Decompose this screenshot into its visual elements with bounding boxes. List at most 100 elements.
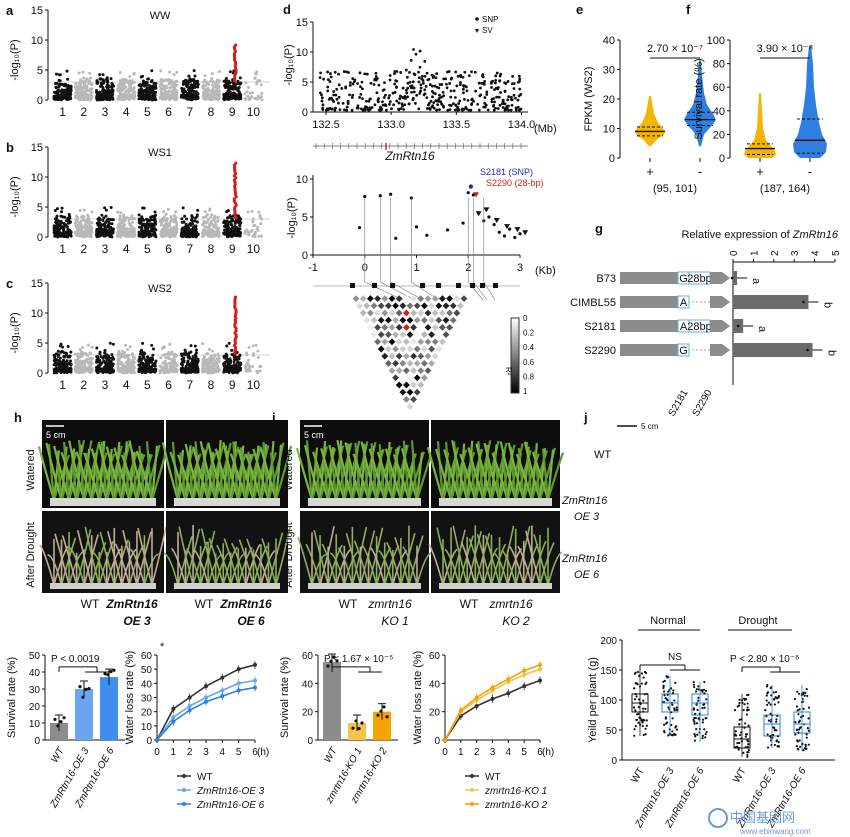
g-point [736,324,740,328]
g-snp-box [677,343,690,357]
peak-hits-c [232,295,238,356]
violin-ytick-label-e: 10 [603,124,615,136]
violin-n-e: (95, 101) [653,183,697,195]
col-label-h: ZmRtn16 [219,597,272,611]
chrom-label-a-9: 9 [229,105,236,119]
bar-ylabel-i: Survival rate (%) [279,657,291,738]
g-point [802,300,805,304]
line-ylabel-h: Water loss rate (%) [124,651,136,745]
line-ytick-label-i: 0 [434,736,440,747]
d-top-ytick-label: 15 [296,17,308,29]
chrom-label-b-4: 4 [123,242,130,256]
j-ylabel: Yeild per plant (g) [587,657,599,743]
manhattan-title-b: WS1 [148,147,172,159]
g-line-name: B73 [596,273,616,285]
g-sv-label: 28bp [687,273,711,285]
violin-ylabel-f: Survival rate (%) [693,58,705,139]
line-xtick-label-h: 2 [187,747,193,758]
photo-tray-drought-h [50,583,156,589]
bar-i-0 [323,662,341,740]
bar-group-i: WT [322,745,340,765]
line-ytick-label-i: 40 [429,679,441,690]
panel-label-b: b [6,140,14,155]
sig-star: * [160,641,165,653]
chrom-points-a-7 [179,69,200,102]
bar-point-i [329,659,333,663]
ytick-label-a: 15 [31,5,43,17]
chrom-label-c-4: 4 [123,378,130,392]
peak-hits-b [232,161,238,220]
watermark-url: www.ebiowang.com [739,827,811,836]
line-xtick-label-i: 3 [490,747,496,758]
bar-point-h [106,673,110,677]
bar-point-h [103,672,107,676]
g-snp-allele: G [679,345,688,357]
line-xtick-label-i: 4 [506,747,512,758]
chrom-label-a-4: 4 [123,105,130,119]
line-xtick-label-h: 4 [220,747,226,758]
row-label-watered-h: Watered [25,449,37,490]
line-ytick-label-h: 0 [146,736,152,747]
line-xtick-label-i: 2 [474,747,480,758]
violin-ytick-label-f: 100 [707,35,725,47]
line-ytick-label-h: 30 [141,694,153,705]
chrom-points-a-1 [52,69,73,102]
g-tick-label: 5 [831,250,842,256]
chrom-points-a-3 [95,73,116,102]
chrom-points-b-8 [200,207,221,239]
line-xunit-i: (h) [542,747,554,758]
d-legend-snp-marker [475,17,479,21]
d-top-xtick-label: 134.0 [508,119,536,131]
col-label-h: OE 3 [123,614,151,628]
line-xtick-label-h: 5 [236,747,242,758]
d-ld-heatmap [352,294,468,411]
bar-ytick-label-h: 40 [29,668,41,679]
chrom-points-a-2 [73,70,94,102]
d-top-xtick-label: 132.5 [312,119,340,131]
d-mid-xunit: (Kb) [535,265,556,277]
panel-label-j: j [583,410,588,425]
line-ytick-label-h: 10 [141,722,153,733]
row-label-watered-i: Watered [283,449,295,490]
line-xtick-label-h: 6 [252,747,258,758]
chrom-points-a-10 [243,70,264,102]
bar-point-h [53,717,57,722]
line-ytick-label-h: 40 [141,679,153,690]
bar-point-h [81,695,85,699]
g-arrow [710,296,730,308]
d-ld-block [456,283,461,288]
d-top-ytick-label: 10 [296,47,308,59]
ytick-label-c: 5 [37,338,43,350]
bar-point-h [87,686,91,691]
d-connector [390,281,424,301]
d-snp-label: S2181 (SNP) [480,167,533,177]
g-snp-allele: A [680,321,688,333]
bar-point-i [351,726,355,730]
legend-marker-i [470,802,474,806]
manhattan-ylabel-c: -log₁₀(P) [9,312,21,353]
panel-label-d: d [283,2,291,17]
bar-ytick-label-i: 60 [302,651,314,662]
chrom-label-c-8: 8 [208,378,215,392]
bar-point-i [379,709,383,713]
violin-n-f: (187, 164) [760,183,810,195]
photo-tray-drought-i [308,583,421,589]
panel-label-e: e [576,2,583,17]
panel-label-a: a [6,3,14,18]
chrom-points-a-5 [137,69,158,102]
chrom-label-c-7: 7 [186,378,193,392]
g-sig: b [826,350,838,356]
legend-marker-i [470,788,474,792]
d-ld-block [480,283,485,288]
d-r2-tick: 0.2 [523,329,535,338]
g-arrow [710,344,730,356]
legend-label-i: zmrtn16-KO 2 [484,800,548,811]
d-mid-ytick-label: 10 [296,174,308,186]
g-bar [733,343,813,357]
bar-point-i [326,664,330,668]
panel-label-c: c [6,276,13,291]
chrom-label-b-10: 10 [247,242,261,256]
legend-label-h: ZmRtn16-OE 6 [196,800,265,811]
col-label-h: OE 6 [237,614,265,628]
legend-marker-h [182,802,186,806]
